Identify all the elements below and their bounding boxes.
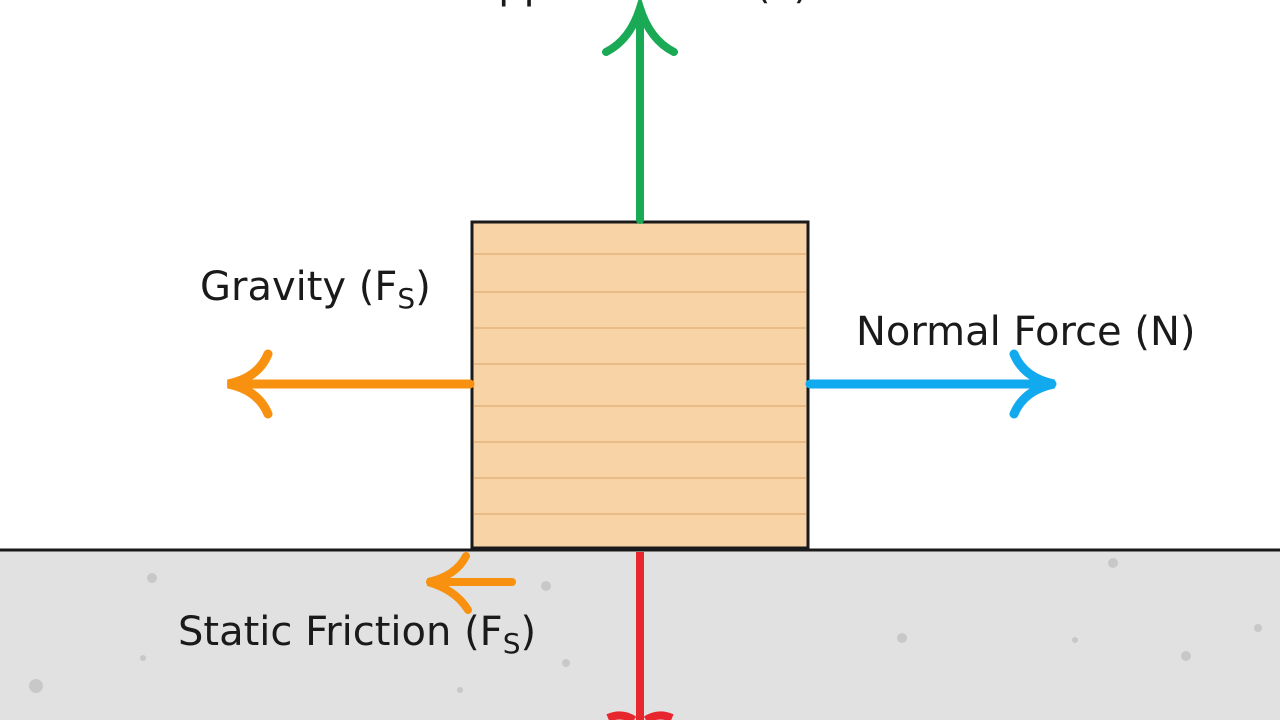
ground-speckles: [29, 558, 1262, 693]
applied-force-label: Applied Force (F): [471, 0, 809, 8]
normal-force-label: Normal Force (N): [856, 309, 1196, 355]
static-friction-arrow-icon: [426, 552, 516, 614]
static-friction-label: Static Friction (FS): [178, 609, 536, 660]
gravity-label: Gravity (FS): [200, 264, 431, 315]
normal-force-arrow-icon: [805, 349, 1057, 419]
block: [470, 220, 810, 550]
applied-force-arrow-icon: [602, 0, 678, 224]
gravity-arrow-icon: [226, 349, 475, 419]
downward-force-arrow-icon: [606, 552, 674, 720]
